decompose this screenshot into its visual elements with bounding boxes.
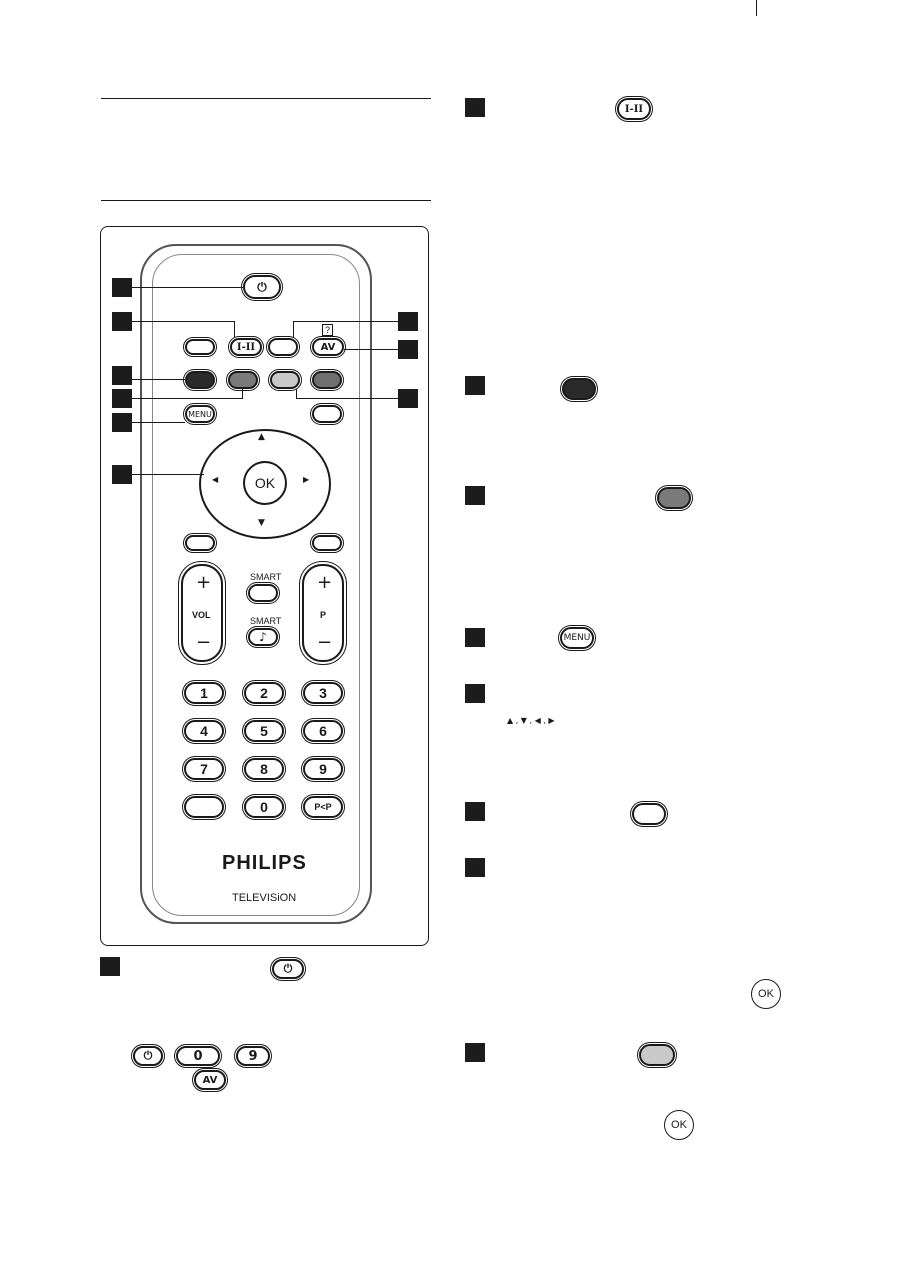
callout-line: [132, 398, 242, 399]
callout-marker: [465, 98, 485, 117]
swap-button[interactable]: [312, 535, 342, 551]
power-icon-inline: ⏻: [133, 1046, 163, 1066]
callout-marker: [112, 413, 132, 432]
callout-marker: [112, 312, 132, 331]
arrow-keys-text: ▲ , ▼ , ◀ , ▶: [507, 716, 555, 725]
program-rocker[interactable]: [302, 564, 344, 662]
digit-2-button[interactable]: 2: [244, 682, 284, 704]
program-minus[interactable]: −: [317, 632, 333, 653]
remote-body: [140, 244, 372, 924]
green-key[interactable]: [228, 371, 258, 389]
digit-9-button[interactable]: 9: [303, 758, 343, 780]
smart-picture-button[interactable]: [248, 584, 278, 602]
callout-line: [344, 349, 398, 350]
arrow-up-icon[interactable]: ▲: [258, 432, 265, 442]
callout-marker: [112, 465, 132, 484]
arrow-left-icon[interactable]: ◀: [212, 475, 219, 484]
yellow-key[interactable]: [270, 371, 300, 389]
format-icon-inline: [632, 803, 666, 825]
sound-mode-icon-inline: I-II: [617, 98, 651, 120]
av-button[interactable]: AV: [312, 338, 344, 356]
digit-8-button[interactable]: 8: [244, 758, 284, 780]
mute-button[interactable]: [185, 535, 215, 551]
callout-marker: [465, 628, 485, 647]
digit-7-button[interactable]: 7: [184, 758, 224, 780]
remote-body-inner: [152, 254, 360, 916]
callout-marker: [465, 858, 485, 877]
pip-button[interactable]: P<P: [303, 796, 343, 818]
callout-line: [293, 321, 294, 338]
callout-marker: [465, 802, 485, 821]
arrow-down-icon[interactable]: ▼: [258, 518, 265, 528]
digit-9-icon-inline: 9: [236, 1046, 270, 1066]
callout-line: [132, 321, 235, 322]
digit-3-button[interactable]: 3: [303, 682, 343, 704]
callout-marker: [398, 389, 418, 408]
ok-button[interactable]: OK: [243, 461, 287, 505]
power-icon-inline: ⏻: [272, 959, 304, 979]
volume-label: VOL: [192, 610, 211, 620]
digit-5-button[interactable]: 5: [244, 720, 284, 742]
digit-6-button[interactable]: 6: [303, 720, 343, 742]
sound-mode-button[interactable]: I-II: [230, 338, 262, 356]
screen-format-small-button[interactable]: [185, 339, 215, 355]
brand-logo: PHILIPS: [222, 852, 307, 874]
page-corner-mark: [756, 0, 757, 16]
format-button[interactable]: [268, 338, 298, 356]
callout-marker: [398, 340, 418, 359]
ok-icon-inline: OK: [664, 1110, 694, 1140]
yellow-key-icon-inline: [639, 1044, 675, 1066]
blue-key[interactable]: [312, 371, 342, 389]
red-key-icon-inline: [562, 378, 596, 400]
callout-marker: [465, 684, 485, 703]
callout-line: [234, 321, 235, 338]
callout-marker: [112, 366, 132, 385]
callout-line: [132, 474, 204, 475]
menu-icon-inline: MENU: [560, 627, 594, 649]
callout-line: [296, 389, 297, 399]
callout-line: [293, 321, 398, 322]
program-label: P: [320, 610, 327, 620]
callout-line: [132, 287, 243, 288]
callout-marker: [465, 1043, 485, 1062]
callout-marker: [100, 957, 120, 976]
program-plus[interactable]: +: [317, 572, 333, 593]
smart-picture-label: SMART: [250, 572, 282, 582]
smart-sound-label: SMART: [250, 616, 282, 626]
section-rule: [101, 200, 431, 201]
green-key-icon-inline: [657, 487, 691, 509]
callout-marker: [465, 486, 485, 505]
teletext-button[interactable]: [312, 405, 342, 423]
teletext-help-label: ?: [322, 324, 334, 336]
power-button[interactable]: ⏻: [243, 275, 281, 299]
callout-marker: [112, 278, 132, 297]
digit-1-button[interactable]: 1: [184, 682, 224, 704]
remote-illustration-frame: [100, 226, 429, 946]
digit-0-button[interactable]: 0: [244, 796, 284, 818]
digit-4-button[interactable]: 4: [184, 720, 224, 742]
callout-line: [296, 398, 398, 399]
callout-marker: [112, 389, 132, 408]
callout-marker: [465, 376, 485, 395]
brand-subtitle: TELEVISiON: [232, 892, 297, 904]
callout-marker: [398, 312, 418, 331]
arrow-right-icon[interactable]: ▶: [303, 475, 310, 484]
callout-line: [132, 379, 185, 380]
volume-minus[interactable]: −: [196, 632, 212, 653]
top-rule: [101, 98, 431, 99]
volume-rocker[interactable]: [181, 564, 223, 662]
callout-line: [132, 422, 185, 423]
callout-line: [242, 389, 243, 399]
digit-0-icon-inline: 0: [176, 1046, 220, 1066]
smart-sound-button[interactable]: ♪: [248, 628, 278, 646]
menu-button[interactable]: MENU: [185, 405, 215, 423]
red-key[interactable]: [185, 371, 215, 389]
ok-icon-inline: OK: [751, 979, 781, 1009]
av-icon-inline: AV: [194, 1070, 226, 1090]
volume-plus[interactable]: +: [196, 572, 212, 593]
info-button[interactable]: [184, 796, 224, 818]
